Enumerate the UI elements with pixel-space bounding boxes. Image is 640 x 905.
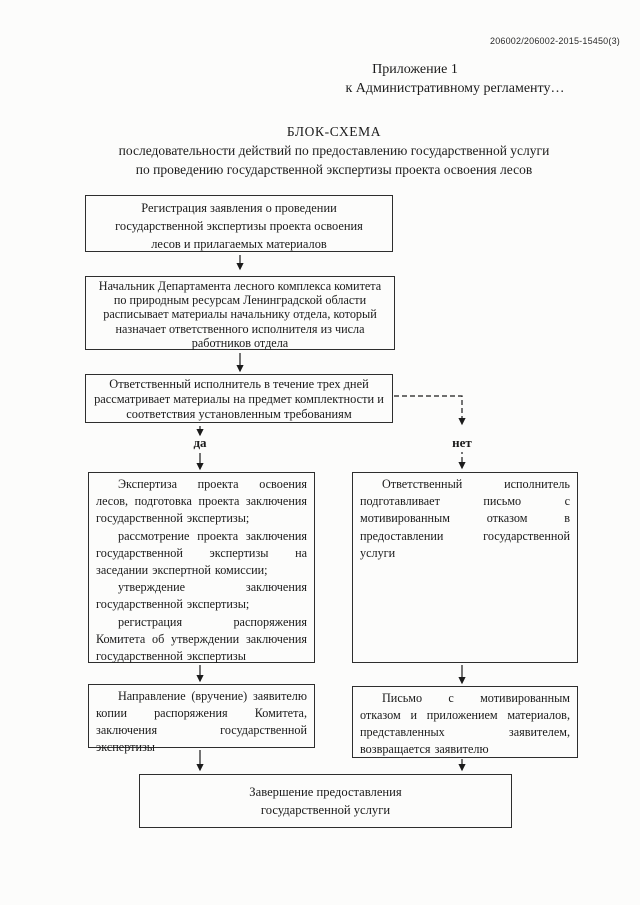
expertise-paragraph-1: Экспертиза проекта освоения лесов, подго… — [96, 477, 307, 526]
return-letter-text: Письмо с мотивированным отказом и прилож… — [360, 691, 570, 756]
expertise-paragraph-3: утверждение заключения государственной э… — [96, 580, 307, 612]
flow-box-send-copy: Направление (вручение) заявителю копии р… — [88, 684, 315, 754]
flow-box-return-letter: Письмо с мотивированным отказом и прилож… — [352, 686, 578, 758]
appendix-reference-line1: Приложение 1 — [372, 62, 458, 77]
completion-line2: государственной услуги — [260, 802, 391, 817]
flow-box-expertise: Экспертиза проекта освоения лесов, подго… — [88, 472, 315, 663]
page-subtitle-line1: последовательности действий по предостав… — [118, 143, 550, 158]
flow-box-refusal-letter: Ответственный исполнитель подготавливает… — [352, 472, 578, 663]
title-block: БЛОК-СХЕМА последовательности действий п… — [34, 122, 634, 179]
flow-box-department-head: Начальник Департамента лесного комплекса… — [85, 276, 395, 350]
page-title: БЛОК-СХЕМА — [286, 124, 382, 139]
flow-box-completion: Завершение предоставления государственно… — [139, 774, 512, 828]
flow-box-registration: Регистрация заявления о проведении госуд… — [85, 195, 393, 252]
expertise-paragraph-4: регистрация распоряжения Комитета об утв… — [96, 614, 307, 664]
completion-line1: Завершение предоставления — [249, 785, 402, 799]
branch-label-no: нет — [452, 435, 472, 450]
document-code: 206002/206002-2015-15450(3) — [489, 36, 620, 46]
appendix-reference-line2: к Административному регламенту… — [345, 81, 565, 96]
dashed-connector-review-to-no-label — [394, 395, 466, 426]
page-subtitle-line2: по проведению государственной экспертизы… — [135, 162, 533, 177]
refusal-letter-text: Ответственный исполнитель подготавливает… — [360, 477, 570, 560]
flow-box-executor-review: Ответственный исполнитель в течение трех… — [85, 374, 393, 423]
branch-label-yes: да — [193, 435, 207, 450]
expertise-paragraph-2: рассмотрение проекта заключения государс… — [96, 528, 307, 578]
send-copy-text: Направление (вручение) заявителю копии р… — [96, 689, 307, 754]
